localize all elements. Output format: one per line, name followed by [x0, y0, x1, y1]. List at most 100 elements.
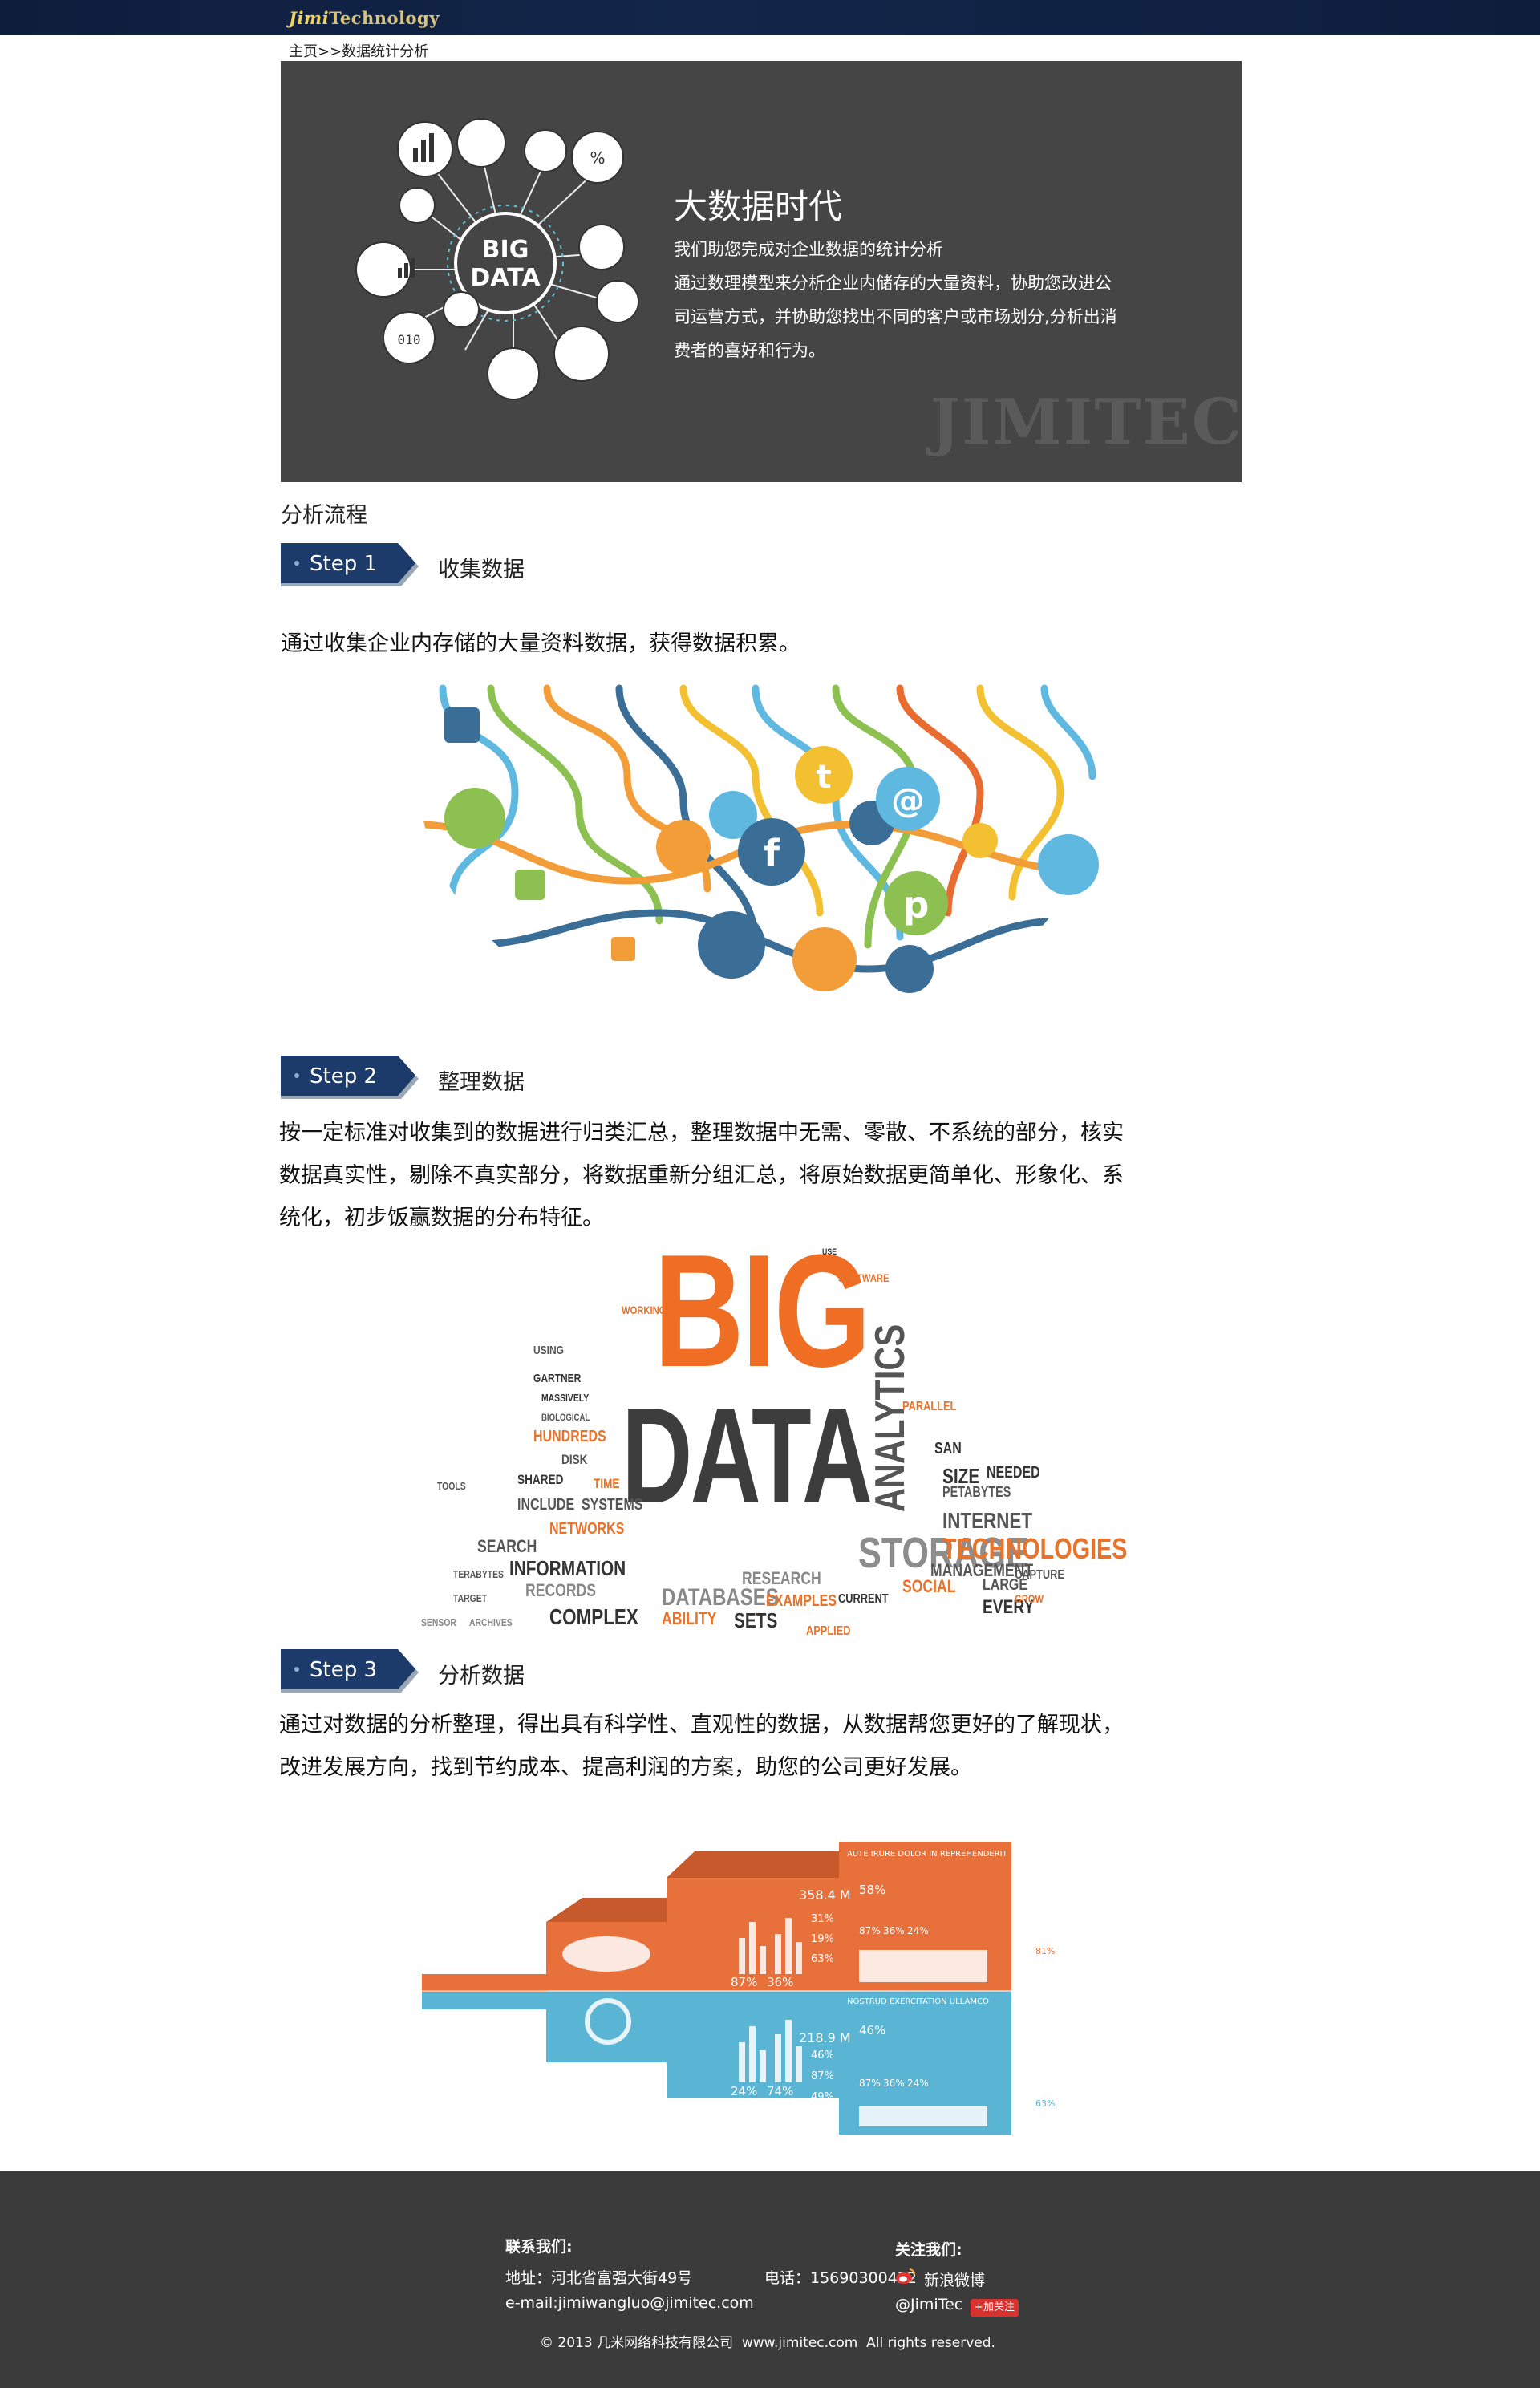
step-2-badge: Step 2 [281, 1056, 419, 1099]
analysis-infographic: AUTE IRURE DOLOR IN REPREHENDERIT NOSTRU… [422, 1842, 1060, 2135]
tumblr-icon [795, 746, 853, 804]
rising-arrow-icon [355, 241, 411, 298]
svg-text:%: % [590, 148, 605, 168]
word-cloud-term: GROW [1015, 1592, 1044, 1605]
infographic-pct: 36% [883, 1925, 905, 1936]
infographic-bar-pct: 36% [767, 1975, 793, 1989]
infographic-bar-pct: 24% [731, 2084, 757, 2098]
magnifier-icon [456, 118, 506, 168]
step-2-label: Step 2 [310, 1064, 377, 1089]
word-cloud-term: APPLIED [806, 1624, 851, 1638]
word-cloud-term: COMPLEX [549, 1604, 638, 1629]
word-cloud-term: USE [822, 1247, 837, 1257]
infographic-title-bottom: NOSTRUD EXERCITATION ULLAMCO [847, 1997, 989, 2006]
footer-follow-title: 关注我们: [895, 2241, 962, 2259]
brand-suffix: Technology [329, 8, 440, 28]
network-icon [524, 129, 567, 172]
follow-button[interactable]: +加关注 [971, 2299, 1019, 2317]
word-cloud-term: SENSOR [421, 1616, 456, 1628]
word-cloud-term: SEARCH [477, 1536, 537, 1556]
top-navigation-bar [0, 0, 1540, 35]
hero-title: 大数据时代 [674, 187, 843, 226]
infographic-pct: 19% [811, 1933, 834, 1945]
word-cloud-term: TECHNOLOGIES [942, 1532, 1128, 1565]
word-cloud-term: ARCHIVES [469, 1616, 513, 1628]
infographic-pct: 63% [1035, 2098, 1055, 2109]
word-cloud-term: DATABASES [662, 1584, 779, 1611]
infographic-pct: 63% [811, 1953, 834, 1965]
word-cloud-term: WORKING [622, 1303, 667, 1316]
brand-prefix: Jimi [289, 8, 330, 28]
trend-chart-icon [487, 347, 540, 400]
word-cloud-term: USING [533, 1344, 565, 1357]
flower-icon [444, 788, 505, 849]
word-cloud-term: MANAGEMENT [930, 1560, 1034, 1580]
infographic-pct: 81% [1035, 1946, 1055, 1956]
word-cloud-term: CAPTURE [1015, 1568, 1064, 1582]
step-2-line: 统化，初步饭赢数据的分布特征。 [279, 1206, 604, 1230]
percent-icon [571, 131, 624, 184]
footer-weibo-handle[interactable]: @JimiTec [895, 2296, 963, 2313]
word-cloud-term: HUNDREDS [533, 1428, 606, 1445]
word-cloud-term: TARGET [453, 1592, 487, 1604]
step-3-description: 通过对数据的分析整理，得出具有科学性、直观性的数据，从数据帮您更好的了解现状， … [279, 1704, 1226, 1789]
camera-icon [709, 791, 757, 839]
breadcrumb-separator: >> [318, 43, 342, 60]
svg-text:p: p [903, 883, 930, 926]
word-analytics: ANALYTICS [867, 1324, 914, 1512]
footer-address: 地址：河北省富强大街49号 [505, 2269, 693, 2287]
star-icon [886, 945, 934, 993]
footer-phone: 电话：15690300432 [764, 2269, 917, 2287]
step-3-title: 分析数据 [438, 1664, 525, 1689]
footer-email[interactable]: e-mail:jimiwangluo@jimitec.com [505, 2294, 754, 2312]
step-2-line: 数据真实性，剔除不真实部分，将数据重新分组汇总，将原始数据更简单化、形象化、系 [279, 1163, 1124, 1188]
page-footer [0, 2171, 1540, 2388]
word-cloud-term: SETS [734, 1608, 778, 1632]
word-cloud-term: NETWORKS [549, 1520, 625, 1538]
pinterest-icon [884, 871, 948, 935]
word-cloud-term: RESEARCH [742, 1568, 821, 1588]
infographic-pct: 46% [811, 2049, 834, 2062]
brand-logo[interactable]: JimiTechnology [289, 8, 440, 28]
word-cloud-term: SAN [934, 1440, 962, 1458]
word-cloud-term: SHARED [517, 1472, 564, 1487]
step-2-title: 整理数据 [438, 1070, 525, 1095]
word-cloud-term: GARTNER [533, 1372, 582, 1385]
step-3-label: Step 3 [310, 1658, 377, 1682]
infographic-pct: 87% [811, 2070, 834, 2082]
word-cloud-term: CURRENT [838, 1592, 889, 1606]
word-cloud-term: ABILITY [662, 1608, 717, 1628]
word-cloud-term: INFORMATION [509, 1556, 626, 1580]
word-cloud-term: INCLUDE [517, 1496, 575, 1514]
globe-icon [962, 823, 998, 858]
step-3-badge: Step 3 [281, 1649, 419, 1693]
step-1-title: 收集数据 [438, 557, 525, 582]
hero-watermark: JIMITEC [930, 386, 1242, 459]
footer-weibo-link[interactable]: 新浪微博 [924, 2272, 986, 2289]
step-3-line: 通过对数据的分析整理，得出具有科学性、直观性的数据，从数据帮您更好的了解现状， [279, 1713, 1124, 1737]
word-cloud-term: PARALLEL [902, 1400, 957, 1413]
word-storage: STORAGE [858, 1529, 1029, 1577]
infographic-pct: 87% [859, 2078, 881, 2089]
word-cloud-term: SOFTWARE [838, 1271, 890, 1284]
word-cloud-term: INTERNET [942, 1508, 1032, 1533]
word-cloud-term: RECORDS [525, 1580, 597, 1600]
word-cloud-term: SOCIAL [902, 1576, 956, 1596]
step-3-line: 改进发展方向，找到节约成本、提高利润的方案，助您的公司更好发展。 [279, 1755, 972, 1780]
document-icon [399, 187, 436, 224]
step-1-badge: Step 1 [281, 543, 419, 586]
infographic-pct: 58% [859, 1883, 886, 1897]
word-cloud-term: EXAMPLES [766, 1592, 837, 1610]
svg-text:f: f [764, 832, 780, 875]
infographic-pct: 31% [811, 1913, 834, 1925]
svg-text:010: 010 [398, 332, 421, 347]
document-icon [792, 927, 857, 991]
breadcrumb-current: 数据统计分析 [342, 43, 429, 60]
word-cloud-term: EVERY [983, 1596, 1035, 1618]
binary-icon [383, 311, 436, 364]
word-cloud-term: MASSIVELY [541, 1392, 590, 1404]
breadcrumb-home-link[interactable]: 主页 [289, 43, 318, 60]
svg-text:t: t [816, 759, 831, 796]
weibo-icon[interactable] [895, 2268, 916, 2285]
big-data-hub-graphic: BIG DATA % 010 [355, 118, 639, 400]
